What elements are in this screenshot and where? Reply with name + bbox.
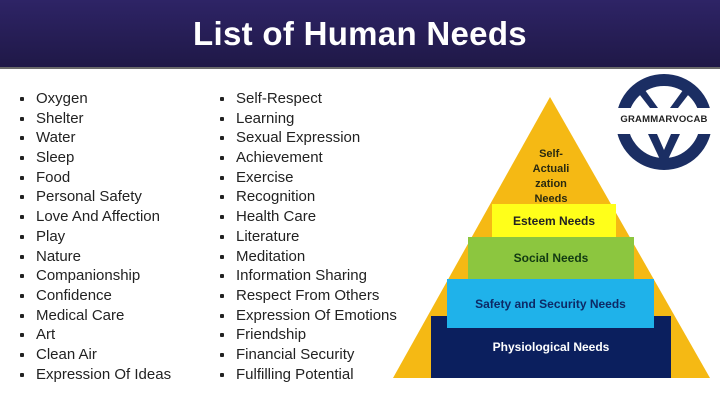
- list-item: Confidence: [20, 286, 171, 306]
- list-item: Sleep: [20, 148, 171, 168]
- logo-emblem-icon: [612, 74, 716, 170]
- list-item: Self-Respect: [220, 89, 397, 109]
- list-item: Expression Of Ideas: [20, 365, 171, 385]
- list-item: Financial Security: [220, 345, 397, 365]
- list-item: Art: [20, 325, 171, 345]
- list-item: Personal Safety: [20, 187, 171, 207]
- physiological-needs-label: Physiological Needs: [492, 340, 610, 354]
- esteem-level: [492, 204, 616, 237]
- grammarvocab-logo: GRAMMARVOCAB: [612, 72, 716, 172]
- list-item: Love And Affection: [20, 207, 171, 227]
- list-item: Sexual Expression: [220, 128, 397, 148]
- list-item: Play: [20, 227, 171, 247]
- list-item: Meditation: [220, 247, 397, 267]
- list-item: Achievement: [220, 148, 397, 168]
- list-item: Expression Of Emotions: [220, 306, 397, 326]
- list-item: Shelter: [20, 109, 171, 129]
- page-title: List of Human Needs: [193, 15, 527, 52]
- self-actualization-label: Self- Actuali zation Needs: [532, 148, 570, 205]
- social-needs-label: Social Needs: [513, 251, 589, 265]
- list-item: Fulfilling Potential: [220, 365, 397, 385]
- list-item: Medical Care: [20, 306, 171, 326]
- list-item: Nature: [20, 247, 171, 267]
- list-item: Clean Air: [20, 345, 171, 365]
- safety-level: [447, 279, 654, 328]
- list-item: Friendship: [220, 325, 397, 345]
- logo-text: GRAMMARVOCAB: [620, 114, 708, 125]
- list-item: Information Sharing: [220, 266, 397, 286]
- list-item: Respect From Others: [220, 286, 397, 306]
- title-banner: List of Human Needs: [0, 0, 720, 69]
- list-item: Food: [20, 168, 171, 188]
- list-item: Learning: [220, 109, 397, 129]
- safety-needs-label: Safety and Security Needs: [475, 296, 626, 311]
- list-item: Exercise: [220, 168, 397, 188]
- list-item: Literature: [220, 227, 397, 247]
- list-item: Recognition: [220, 187, 397, 207]
- list-item: Health Care: [220, 207, 397, 227]
- list-item: Water: [20, 128, 171, 148]
- esteem-needs-label: Esteem Needs: [512, 213, 596, 228]
- social-level: [468, 237, 634, 279]
- list-item: Companionship: [20, 266, 171, 286]
- list-item: Oxygen: [20, 89, 171, 109]
